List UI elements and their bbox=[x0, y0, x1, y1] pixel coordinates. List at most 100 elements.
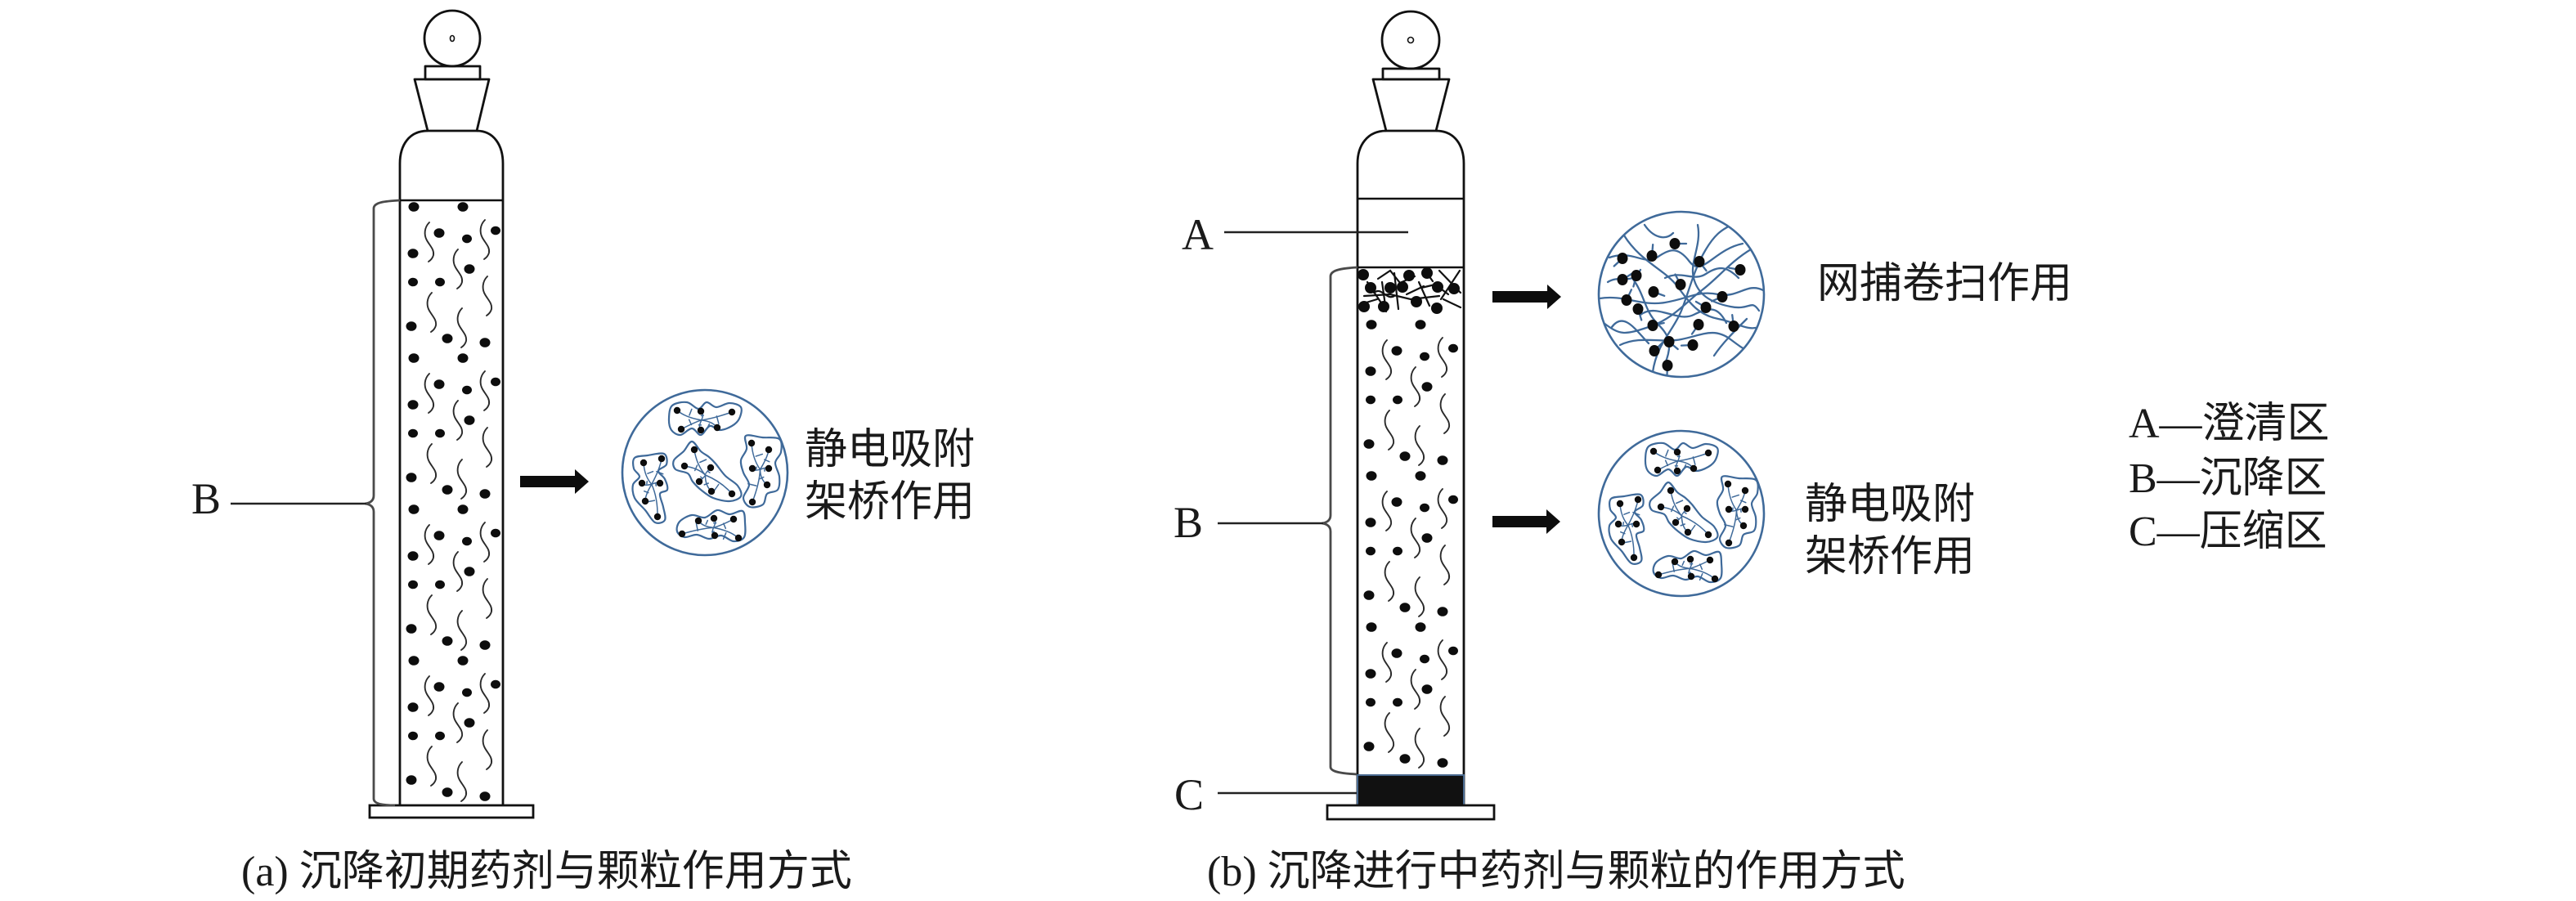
settling-cylinder-a bbox=[368, 9, 535, 819]
inset-boundary-circle bbox=[1597, 210, 1766, 379]
bridging-chain bbox=[1699, 572, 1703, 581]
particle bbox=[1448, 495, 1458, 504]
polymer-chain bbox=[452, 551, 464, 592]
bridging-chain bbox=[755, 453, 764, 457]
particle bbox=[1403, 270, 1415, 281]
bridging-chain bbox=[747, 482, 757, 486]
polymer-net-strand bbox=[1608, 242, 1744, 268]
particle bbox=[673, 406, 681, 415]
zone-bracket-b bbox=[1321, 266, 1358, 776]
particle bbox=[1399, 754, 1411, 764]
bridging-chain bbox=[1681, 560, 1685, 566]
particle bbox=[747, 439, 756, 447]
particle bbox=[1735, 264, 1746, 276]
polymer-chain bbox=[1437, 488, 1448, 529]
particle bbox=[1420, 503, 1429, 513]
bridging-chain bbox=[1692, 456, 1696, 465]
floc-cluster-outline bbox=[1649, 481, 1719, 544]
bridging-chain bbox=[1740, 500, 1747, 504]
cylinder-wall-right bbox=[1435, 129, 1465, 805]
particle bbox=[1411, 296, 1422, 307]
particle bbox=[408, 580, 418, 589]
particle bbox=[407, 400, 419, 410]
particle bbox=[707, 464, 715, 472]
particle bbox=[1673, 467, 1681, 475]
stopper-collar bbox=[1381, 67, 1441, 81]
legend-item: C—压缩区 bbox=[2129, 509, 2327, 555]
polymer-chain bbox=[1410, 669, 1421, 710]
bridging-chain bbox=[1676, 500, 1684, 504]
zone-bracket-b bbox=[364, 199, 401, 807]
bridging-chain bbox=[694, 464, 698, 472]
particle bbox=[435, 731, 445, 741]
floc-strand bbox=[1393, 271, 1400, 311]
particle bbox=[1391, 346, 1402, 356]
floc-cluster-outline bbox=[739, 434, 783, 509]
legend-item: B—沉降区 bbox=[2129, 455, 2327, 502]
particle bbox=[1741, 505, 1749, 513]
particle bbox=[1649, 447, 1658, 455]
particle bbox=[1649, 345, 1660, 356]
bridging-chain bbox=[764, 459, 770, 463]
particle bbox=[1366, 697, 1376, 707]
bridging-chain bbox=[1664, 459, 1669, 467]
bridging-chain bbox=[1623, 511, 1631, 515]
polymer-chain bbox=[424, 373, 435, 414]
polymer-chain bbox=[426, 746, 438, 787]
arrow-right-icon bbox=[1492, 285, 1561, 309]
particle bbox=[1448, 283, 1460, 294]
particle bbox=[1448, 646, 1458, 656]
bridging-chain bbox=[1684, 511, 1687, 514]
bridging-chain bbox=[1676, 517, 1680, 520]
particle bbox=[1717, 291, 1728, 303]
polymer-chain bbox=[482, 578, 493, 619]
polymer-chain bbox=[1414, 425, 1425, 466]
particle bbox=[1690, 464, 1698, 473]
legend-item: A—澄清区 bbox=[2129, 401, 2330, 447]
polymer-chain bbox=[1381, 491, 1393, 531]
stopper-knob-center bbox=[1407, 36, 1415, 44]
polymer-chain bbox=[482, 729, 493, 770]
caption-a: (a) 沉降初期药剂与颗粒作用方式 bbox=[241, 849, 852, 895]
particle bbox=[479, 791, 491, 801]
polymer-chain bbox=[479, 673, 491, 714]
particle bbox=[1617, 274, 1628, 285]
polymer-chain bbox=[1410, 518, 1421, 558]
polymer-chain bbox=[1384, 712, 1395, 753]
inset-label-line-2: 架桥作用 bbox=[1805, 534, 1975, 580]
floc-strand bbox=[1362, 293, 1441, 301]
polymer-net-strand bbox=[1643, 223, 1675, 239]
particle bbox=[1431, 303, 1443, 314]
particle bbox=[408, 277, 418, 287]
particle bbox=[1614, 520, 1622, 528]
particle bbox=[433, 228, 445, 238]
particle bbox=[1725, 539, 1733, 547]
bridging-chain bbox=[1620, 531, 1626, 535]
bridging-chain bbox=[722, 531, 727, 540]
polymer-chain bbox=[452, 702, 464, 743]
particle bbox=[1420, 352, 1429, 361]
bridging-adsorption-inset bbox=[621, 388, 789, 557]
particle bbox=[1397, 281, 1408, 293]
bridging-chain bbox=[707, 423, 711, 428]
particle bbox=[491, 226, 500, 235]
particle bbox=[1621, 294, 1632, 306]
particle bbox=[433, 379, 445, 389]
particle bbox=[442, 485, 453, 495]
stopper-plug bbox=[1371, 78, 1451, 132]
polymer-chain bbox=[426, 443, 438, 484]
particle bbox=[641, 497, 649, 505]
particle bbox=[1365, 282, 1376, 294]
floc-strand bbox=[1405, 285, 1425, 296]
floc-strand bbox=[1442, 298, 1462, 309]
particle bbox=[479, 640, 491, 650]
particle bbox=[1378, 301, 1389, 312]
particle bbox=[1654, 571, 1663, 579]
particle bbox=[1683, 504, 1691, 513]
particle bbox=[710, 514, 718, 522]
particle bbox=[1616, 500, 1624, 508]
bridging-chain bbox=[707, 470, 711, 473]
particle bbox=[1634, 495, 1642, 504]
inset-boundary-circle bbox=[1597, 429, 1766, 598]
